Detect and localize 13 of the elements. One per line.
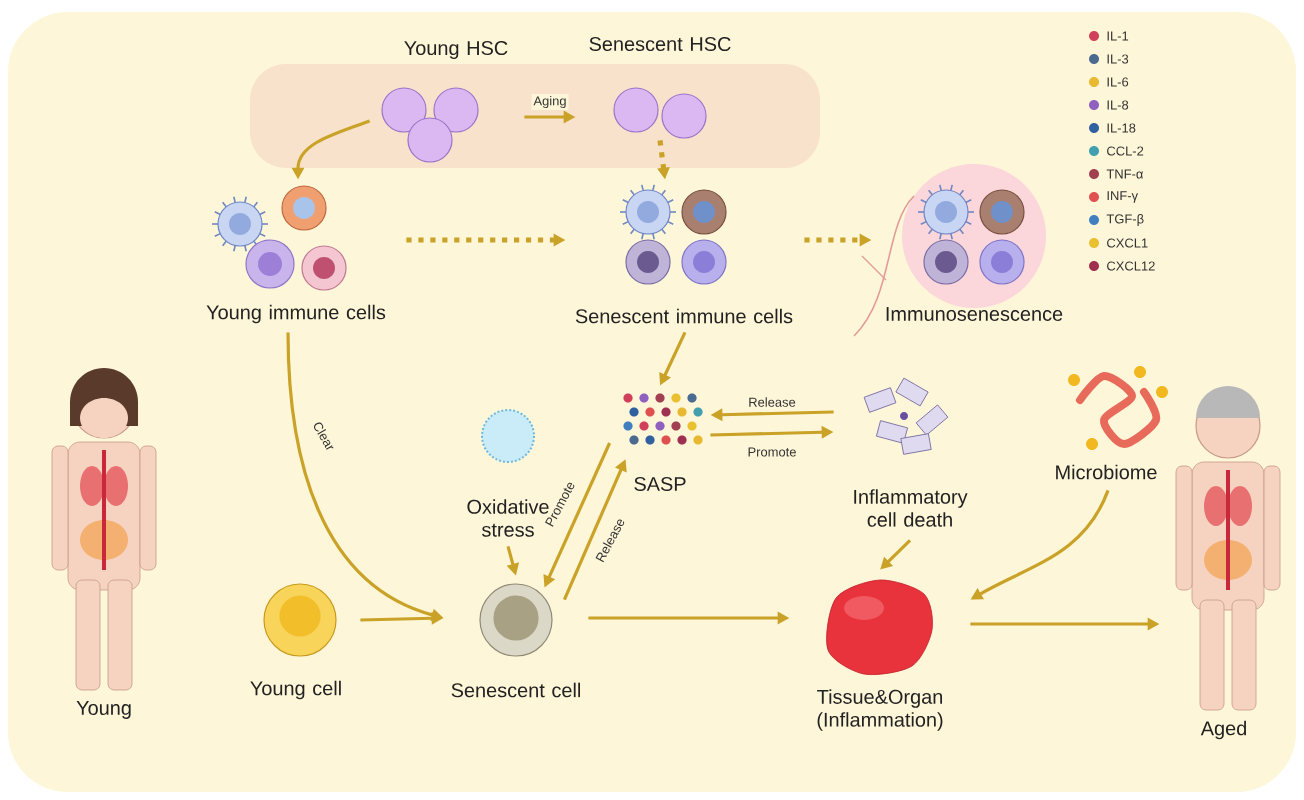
node-label: SASP	[634, 476, 686, 492]
node-label: Immunosenescence	[886, 307, 1063, 321]
node-label: Young immune cells	[206, 304, 386, 324]
node-label: Inflammatory cell death	[854, 489, 968, 527]
node-label: Young HSC	[404, 41, 508, 60]
node-label: Young cell	[250, 680, 341, 700]
node-label: Senescent cell	[451, 682, 580, 698]
person-label: Aged	[1200, 720, 1246, 740]
person-label: Young	[76, 701, 131, 719]
node-label: Microbiome	[1056, 464, 1157, 480]
node-label: Tissue&Organ (Inflammation)	[817, 689, 943, 731]
node-label: Senescent HSC	[589, 36, 731, 52]
node-label: Senescent immune cells	[575, 308, 793, 324]
